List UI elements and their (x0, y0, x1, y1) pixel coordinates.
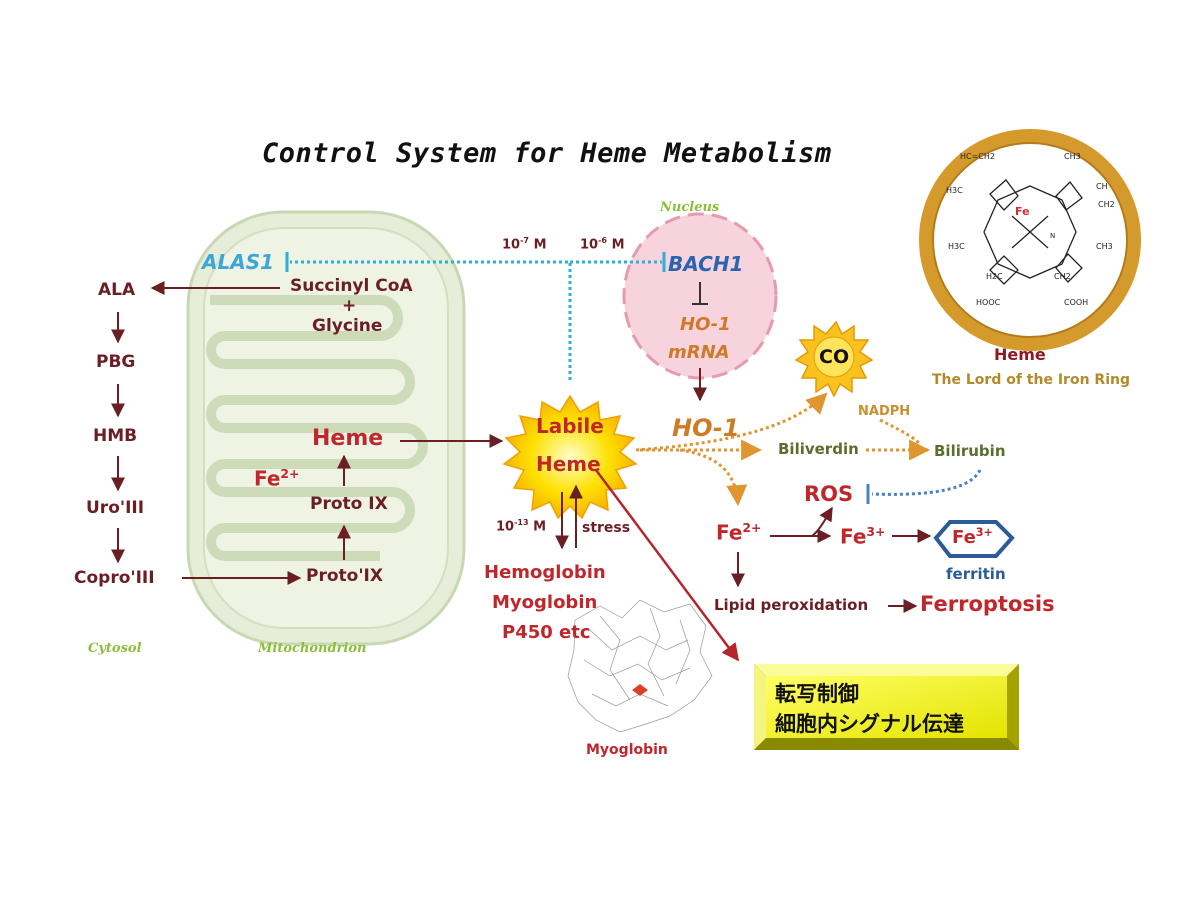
heme-group-4: CH (1096, 182, 1108, 191)
heme-group-6: N (1050, 232, 1056, 240)
notice-line-1: 転写制御 (775, 682, 859, 706)
fe2-label: Fe2+ (716, 520, 762, 545)
fe3-label: Fe3+ (840, 524, 886, 549)
pathway-uro: Uro'III (86, 498, 145, 518)
mito-fe2: Fe2+ (254, 466, 300, 491)
ferritin-fe3: Fe3+ (952, 526, 993, 548)
co-label: CO (819, 346, 850, 368)
heme-group-5: CH2 (1098, 200, 1115, 209)
hemoprotein-p450: P450 etc (502, 622, 591, 643)
mito-heme: Heme (312, 426, 384, 451)
glycine: Glycine (312, 316, 383, 336)
mitochondrion-shape (186, 210, 466, 646)
heme-structure-subtitle: The Lord of the Iron Ring (932, 372, 1130, 388)
plus-sign: + (342, 296, 357, 316)
nadph-label: NADPH (858, 404, 911, 419)
lipid-peroxidation: Lipid peroxidation (714, 596, 869, 614)
pathway-hmb: HMB (93, 426, 138, 446)
heme-ring (919, 129, 1141, 351)
diagram-title: Control System for Heme Metabolism (262, 138, 832, 169)
heme-group-3: H3C (946, 186, 963, 195)
heme-center-fe: Fe (1015, 205, 1030, 218)
heme-group-11: HOOC (976, 298, 1001, 307)
hemoprotein-arrows (555, 484, 583, 550)
stress-label: stress (582, 520, 631, 536)
pathway-pbg: PBG (96, 352, 136, 372)
ros-label: ROS (804, 482, 854, 506)
heme-group-12: COOH (1064, 298, 1089, 307)
ho1-mrna-line2: mRNA (668, 342, 730, 363)
heme-group-7: H3C (948, 242, 965, 251)
heme-structure-name: Heme (994, 345, 1046, 364)
hemoprotein-hemoglobin: Hemoglobin (484, 562, 606, 583)
ferritin-octagon (933, 520, 1015, 558)
ho1-enzyme: HO-1 (672, 414, 740, 442)
mitochondrion-label: Mitochondrion (258, 641, 367, 656)
conc-bach1: 10-6 M (580, 236, 625, 253)
myoglobin-caption: Myoglobin (586, 742, 668, 758)
heme-group-9: H2C (986, 272, 1003, 281)
ho1-mrna-line1: HO-1 (680, 314, 731, 335)
notice-line-2: 細胞内シグナル伝達 (775, 712, 964, 736)
myoglobin-structure (567, 599, 713, 733)
iron-arrows (731, 506, 932, 613)
bilirubin-label: Bilirubin (934, 442, 1006, 460)
proto-ix: Proto IX (310, 494, 388, 514)
notice-box (754, 664, 1019, 750)
ferroptosis-label: Ferroptosis (920, 592, 1055, 616)
hemoprotein-myoglobin: Myoglobin (492, 592, 598, 613)
nucleus-label: Nucleus (660, 200, 720, 215)
pathway-copro: Copro'III (74, 568, 155, 588)
labile-heme-line2: Heme (536, 452, 601, 476)
hemoprotein-conc: 10-13 M (496, 518, 547, 535)
proto-prime-ix: Proto'IX (306, 566, 383, 586)
biliverdin-label: Biliverdin (778, 440, 859, 458)
bilirubin-ros-line (871, 469, 982, 496)
labile-heme-line1: Labile (536, 414, 604, 438)
heme-group-10: CH2 (1054, 272, 1071, 281)
conc-alas1: 10-7 M (502, 236, 547, 253)
heme-group-1: HC=CH2 (960, 152, 995, 161)
myoglobin-heme-site (632, 684, 648, 696)
labile-heme-sun (502, 394, 638, 520)
heme-group-2: CH3 (1064, 152, 1081, 161)
bach1-label: BACH1 (668, 252, 744, 276)
ferritin-label: ferritin (946, 565, 1006, 583)
succinyl-coa: Succinyl CoA (290, 276, 413, 296)
degradation-arrows (635, 392, 931, 507)
heme-signaling-arrow (594, 469, 740, 662)
cytosol-label: Cytosol (88, 641, 142, 656)
cytosol-pathway-arrows (111, 281, 504, 585)
heme-group-8: CH3 (1096, 242, 1113, 251)
pathway-ala: ALA (98, 280, 136, 300)
alas1-label: ALAS1 (202, 250, 275, 274)
